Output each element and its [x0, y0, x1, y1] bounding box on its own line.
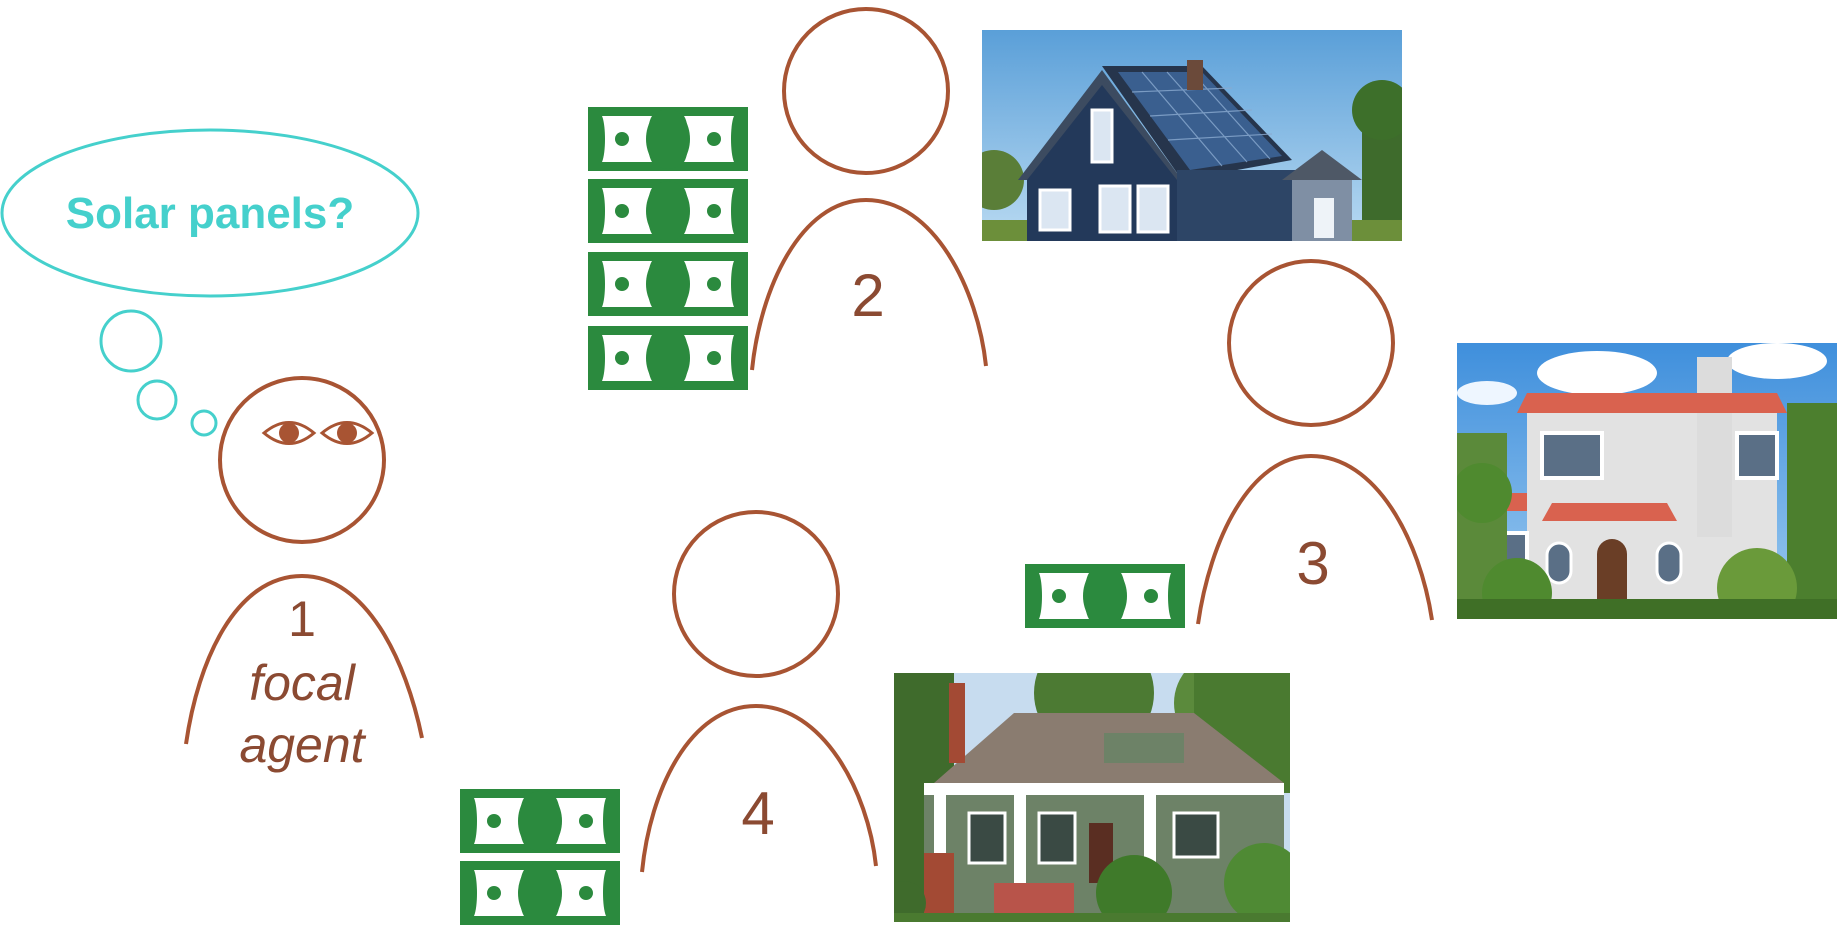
- dollar-bill-icon: [588, 179, 748, 243]
- agent-1-caption-line2: agent: [239, 717, 366, 773]
- agent-4-head: [672, 510, 840, 678]
- agent-3-head: [1227, 259, 1395, 427]
- agent-2-money: [588, 107, 748, 390]
- dollar-bill-icon: [460, 861, 620, 925]
- agent-2-number: 2: [851, 262, 884, 329]
- agent-3-money: [1025, 564, 1185, 628]
- agent-3-body: [1196, 453, 1434, 625]
- agent-1-body: [184, 573, 424, 745]
- agent-4: 4: [460, 510, 878, 925]
- craftsman-bungalow-image: [894, 673, 1290, 922]
- dollar-bill-icon: [460, 789, 620, 853]
- agent-4-money: [460, 789, 620, 925]
- thought-text: Solar panels?: [66, 189, 355, 238]
- agent-1-head: [218, 376, 386, 544]
- agent-1: 1 focal agent: [184, 376, 424, 773]
- agent-2: 2: [588, 7, 988, 390]
- agent-2-head: [782, 7, 950, 175]
- dollar-bill-icon: [1025, 564, 1185, 628]
- agent-1-number: 1: [288, 591, 316, 647]
- dollar-bill-icon: [588, 326, 748, 390]
- agent-2-body: [750, 197, 988, 371]
- stucco-house-image: [1457, 343, 1837, 619]
- agent-1-caption-line1: focal: [249, 655, 357, 711]
- agent-4-number: 4: [741, 780, 774, 847]
- agent-3: 3: [1025, 259, 1434, 628]
- house-with-solar-panels-image: [982, 30, 1402, 241]
- dollar-bill-icon: [588, 252, 748, 316]
- dollar-bill-icon: [588, 107, 748, 171]
- agent-3-number: 3: [1296, 530, 1329, 597]
- eyes-icon: [261, 421, 375, 445]
- agent-4-body: [640, 703, 878, 873]
- thought-bubble: Solar panels?: [0, 128, 420, 437]
